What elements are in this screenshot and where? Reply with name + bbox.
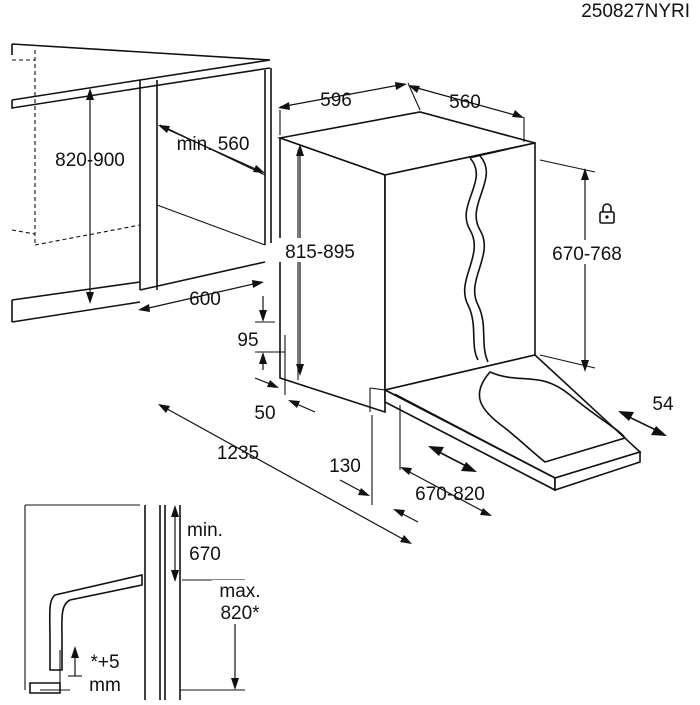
- appliance-width-label: 596: [320, 90, 352, 111]
- dimension-appliance-height: 815-895: [278, 144, 360, 376]
- dimension-detail-max: max. 820*: [212, 580, 264, 690]
- door-opening-total-label: 1235: [217, 443, 259, 464]
- dimension-detail-min: min. 670: [171, 505, 223, 582]
- detail-min-value: 670: [189, 544, 221, 565]
- kitchen-niche: [11, 43, 272, 323]
- appliance-height-label: 815-895: [285, 242, 355, 263]
- dimension-cabinet-height: 820-900: [55, 88, 125, 304]
- detail-adjust-label: *+5: [90, 652, 119, 673]
- cabinet-height-label: 820-900: [55, 150, 125, 171]
- dimension-door-gap: 54: [618, 394, 674, 436]
- niche-depth-label: 600: [189, 289, 221, 310]
- document-code: 250827NYRI: [581, 1, 690, 22]
- dimension-clearance: 130: [329, 415, 419, 523]
- dimension-door-opening-total: 1235: [158, 404, 412, 544]
- hinge-detail: [24, 504, 245, 700]
- dimension-appliance-width: 596: [278, 82, 421, 135]
- dimension-plinth-height: 95: [237, 296, 286, 395]
- lock-icon: [599, 203, 615, 224]
- dimension-door-panel-height: 670-768: [539, 159, 635, 372]
- plinth-depth-label: 50: [254, 403, 275, 424]
- dimension-niche-depth: 600: [138, 280, 264, 312]
- dimension-niche-width: min. 560: [158, 125, 265, 173]
- dimension-detail-adjust: *+5 mm: [68, 646, 121, 696]
- open-door: [382, 354, 642, 492]
- dimension-plinth-depth: 50: [254, 377, 316, 424]
- door-panel-height-label: 670-768: [552, 244, 622, 265]
- dishwasher-body: [276, 111, 536, 414]
- clearance-label: 130: [329, 456, 361, 477]
- detail-min-label: min.: [187, 520, 223, 541]
- detail-adjust-unit: mm: [89, 675, 121, 696]
- appliance-depth-label: 560: [449, 92, 481, 113]
- plinth-height-label: 95: [237, 330, 258, 351]
- niche-min-width-label: min. 560: [177, 134, 250, 155]
- dimension-door-travel: 670-820: [399, 405, 492, 516]
- detail-max-value: 820*: [220, 603, 260, 624]
- door-gap-label: 54: [652, 394, 674, 415]
- detail-max-label: max.: [219, 581, 260, 602]
- door-travel-label: 670-820: [415, 484, 485, 505]
- dimension-appliance-depth: 560: [408, 85, 525, 142]
